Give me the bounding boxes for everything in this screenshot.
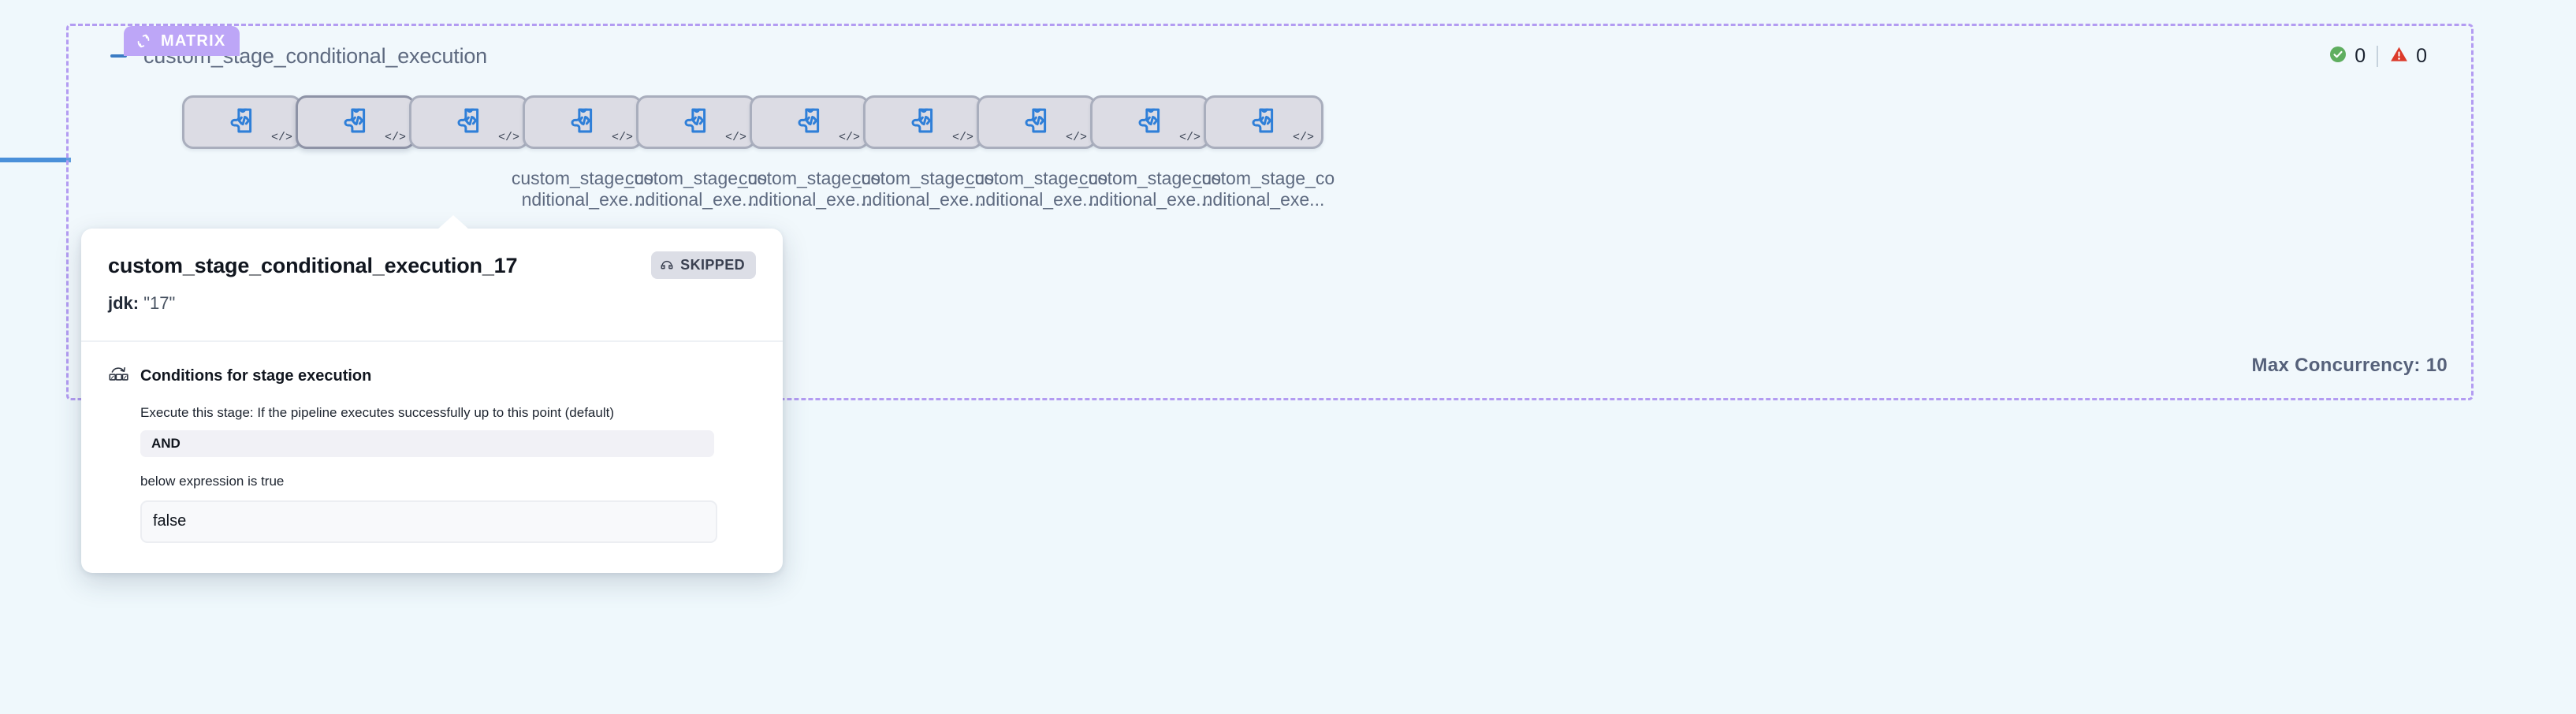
collapse-toggle-button[interactable] xyxy=(106,44,130,68)
tooltip-body: Conditions for stage execution Execute t… xyxy=(81,342,783,573)
plugin-code-icon xyxy=(1135,106,1165,139)
plugin-code-icon xyxy=(568,106,597,139)
node-label: custom_stage_conditional_exe... xyxy=(1078,168,1222,210)
check-circle-icon xyxy=(2328,45,2347,68)
minus-icon xyxy=(110,54,127,58)
plugin-code-icon xyxy=(341,106,370,139)
plugin-code-icon xyxy=(908,106,938,139)
code-brackets-icon: </> xyxy=(611,131,633,144)
success-count: 0 xyxy=(2355,44,2366,67)
matrix-node-2[interactable]: </> xyxy=(277,95,434,168)
tooltip-title: custom_stage_conditional_execution_17 xyxy=(108,254,518,277)
code-brackets-icon: </> xyxy=(951,131,973,144)
matrix-node-6[interactable]: </> custom_stage_conditional_exe... xyxy=(731,95,888,210)
code-brackets-icon: </> xyxy=(384,131,406,144)
expression-label: below expression is true xyxy=(140,473,285,489)
node-box[interactable]: </> xyxy=(750,95,869,149)
tooltip-arrow xyxy=(437,215,469,229)
code-brackets-icon: </> xyxy=(1178,131,1201,144)
parameter-key: jdk: xyxy=(108,293,140,313)
code-brackets-icon: </> xyxy=(724,131,746,144)
matrix-nodes-row: </> </> </> </> custom_stage_conditional_exe… xyxy=(69,26,2471,398)
warning-count: 0 xyxy=(2416,44,2427,67)
code-brackets-icon: </> xyxy=(838,131,860,144)
plugin-code-icon xyxy=(795,106,825,139)
node-label: custom_stage_conditional_exe... xyxy=(1192,168,1335,210)
matrix-badge-label: MATRIX xyxy=(161,32,226,50)
stage-detail-tooltip: custom_stage_conditional_execution_17 SK… xyxy=(81,215,783,573)
plugin-code-icon xyxy=(681,106,711,139)
condition-operator: AND xyxy=(140,430,714,457)
code-brackets-icon: </> xyxy=(497,131,519,144)
plugin-code-icon xyxy=(454,106,484,139)
node-label: custom_stage_conditional_exe... xyxy=(738,168,881,210)
success-counter[interactable]: 0 xyxy=(2328,45,2366,68)
max-concurrency-label: Max Concurrency: 10 xyxy=(2251,355,2448,376)
matrix-node-7[interactable]: </> custom_stage_conditional_exe... xyxy=(844,95,1002,210)
conditions-content: Execute this stage: If the pipeline exec… xyxy=(108,404,756,543)
matrix-node-10[interactable]: </> custom_stage_conditional_exe... xyxy=(1185,95,1342,210)
node-box[interactable]: </> xyxy=(409,95,529,149)
conditions-section-title: Conditions for stage execution xyxy=(140,367,372,385)
node-box[interactable]: </> xyxy=(863,95,983,149)
conditions-section-header: Conditions for stage execution xyxy=(108,364,756,389)
plugin-code-icon xyxy=(1249,106,1279,139)
node-label: custom_stage_conditional_exe... xyxy=(851,168,995,210)
status-badge: SKIPPED xyxy=(651,251,756,279)
warning-triangle-icon xyxy=(2389,45,2409,68)
parameter-value: "17" xyxy=(143,293,176,313)
incoming-edge-connector xyxy=(0,158,71,162)
conditions-icon xyxy=(108,364,129,389)
counter-divider xyxy=(2377,45,2379,67)
node-box[interactable]: </> xyxy=(523,95,642,149)
matrix-node-5[interactable]: </> custom_stage_conditional_exe... xyxy=(617,95,775,210)
matrix-node-4[interactable]: </> custom_stage_conditional_exe... xyxy=(504,95,661,210)
warning-counter[interactable]: 0 xyxy=(2389,45,2427,68)
expression-value-field[interactable]: false xyxy=(140,500,717,543)
skip-arc-icon xyxy=(660,257,674,273)
matrix-node-3[interactable]: </> xyxy=(390,95,548,168)
matrix-badge[interactable]: MATRIX xyxy=(124,26,240,56)
plugin-code-icon xyxy=(1022,106,1052,139)
node-box[interactable]: </> xyxy=(636,95,756,149)
condition-description: Execute this stage: If the pipeline exec… xyxy=(140,405,615,420)
code-brackets-icon: </> xyxy=(1065,131,1087,144)
node-label: custom_stage_conditional_exe... xyxy=(624,168,768,210)
node-box[interactable]: </> xyxy=(1204,95,1323,149)
tooltip-header: custom_stage_conditional_execution_17 SK… xyxy=(81,229,783,342)
plugin-code-icon xyxy=(227,106,257,139)
node-label: custom_stage_conditional_exe... xyxy=(511,168,654,210)
node-box[interactable]: </> xyxy=(296,95,415,149)
status-badge-label: SKIPPED xyxy=(680,257,745,273)
loop-arrows-icon xyxy=(135,32,152,50)
code-brackets-icon: </> xyxy=(1292,131,1314,144)
code-brackets-icon: </> xyxy=(270,131,292,144)
tooltip-parameter: jdk: "17" xyxy=(108,293,756,314)
status-counters: 0 0 xyxy=(2328,45,2432,68)
node-label: custom_stage_conditional_exe... xyxy=(965,168,1108,210)
